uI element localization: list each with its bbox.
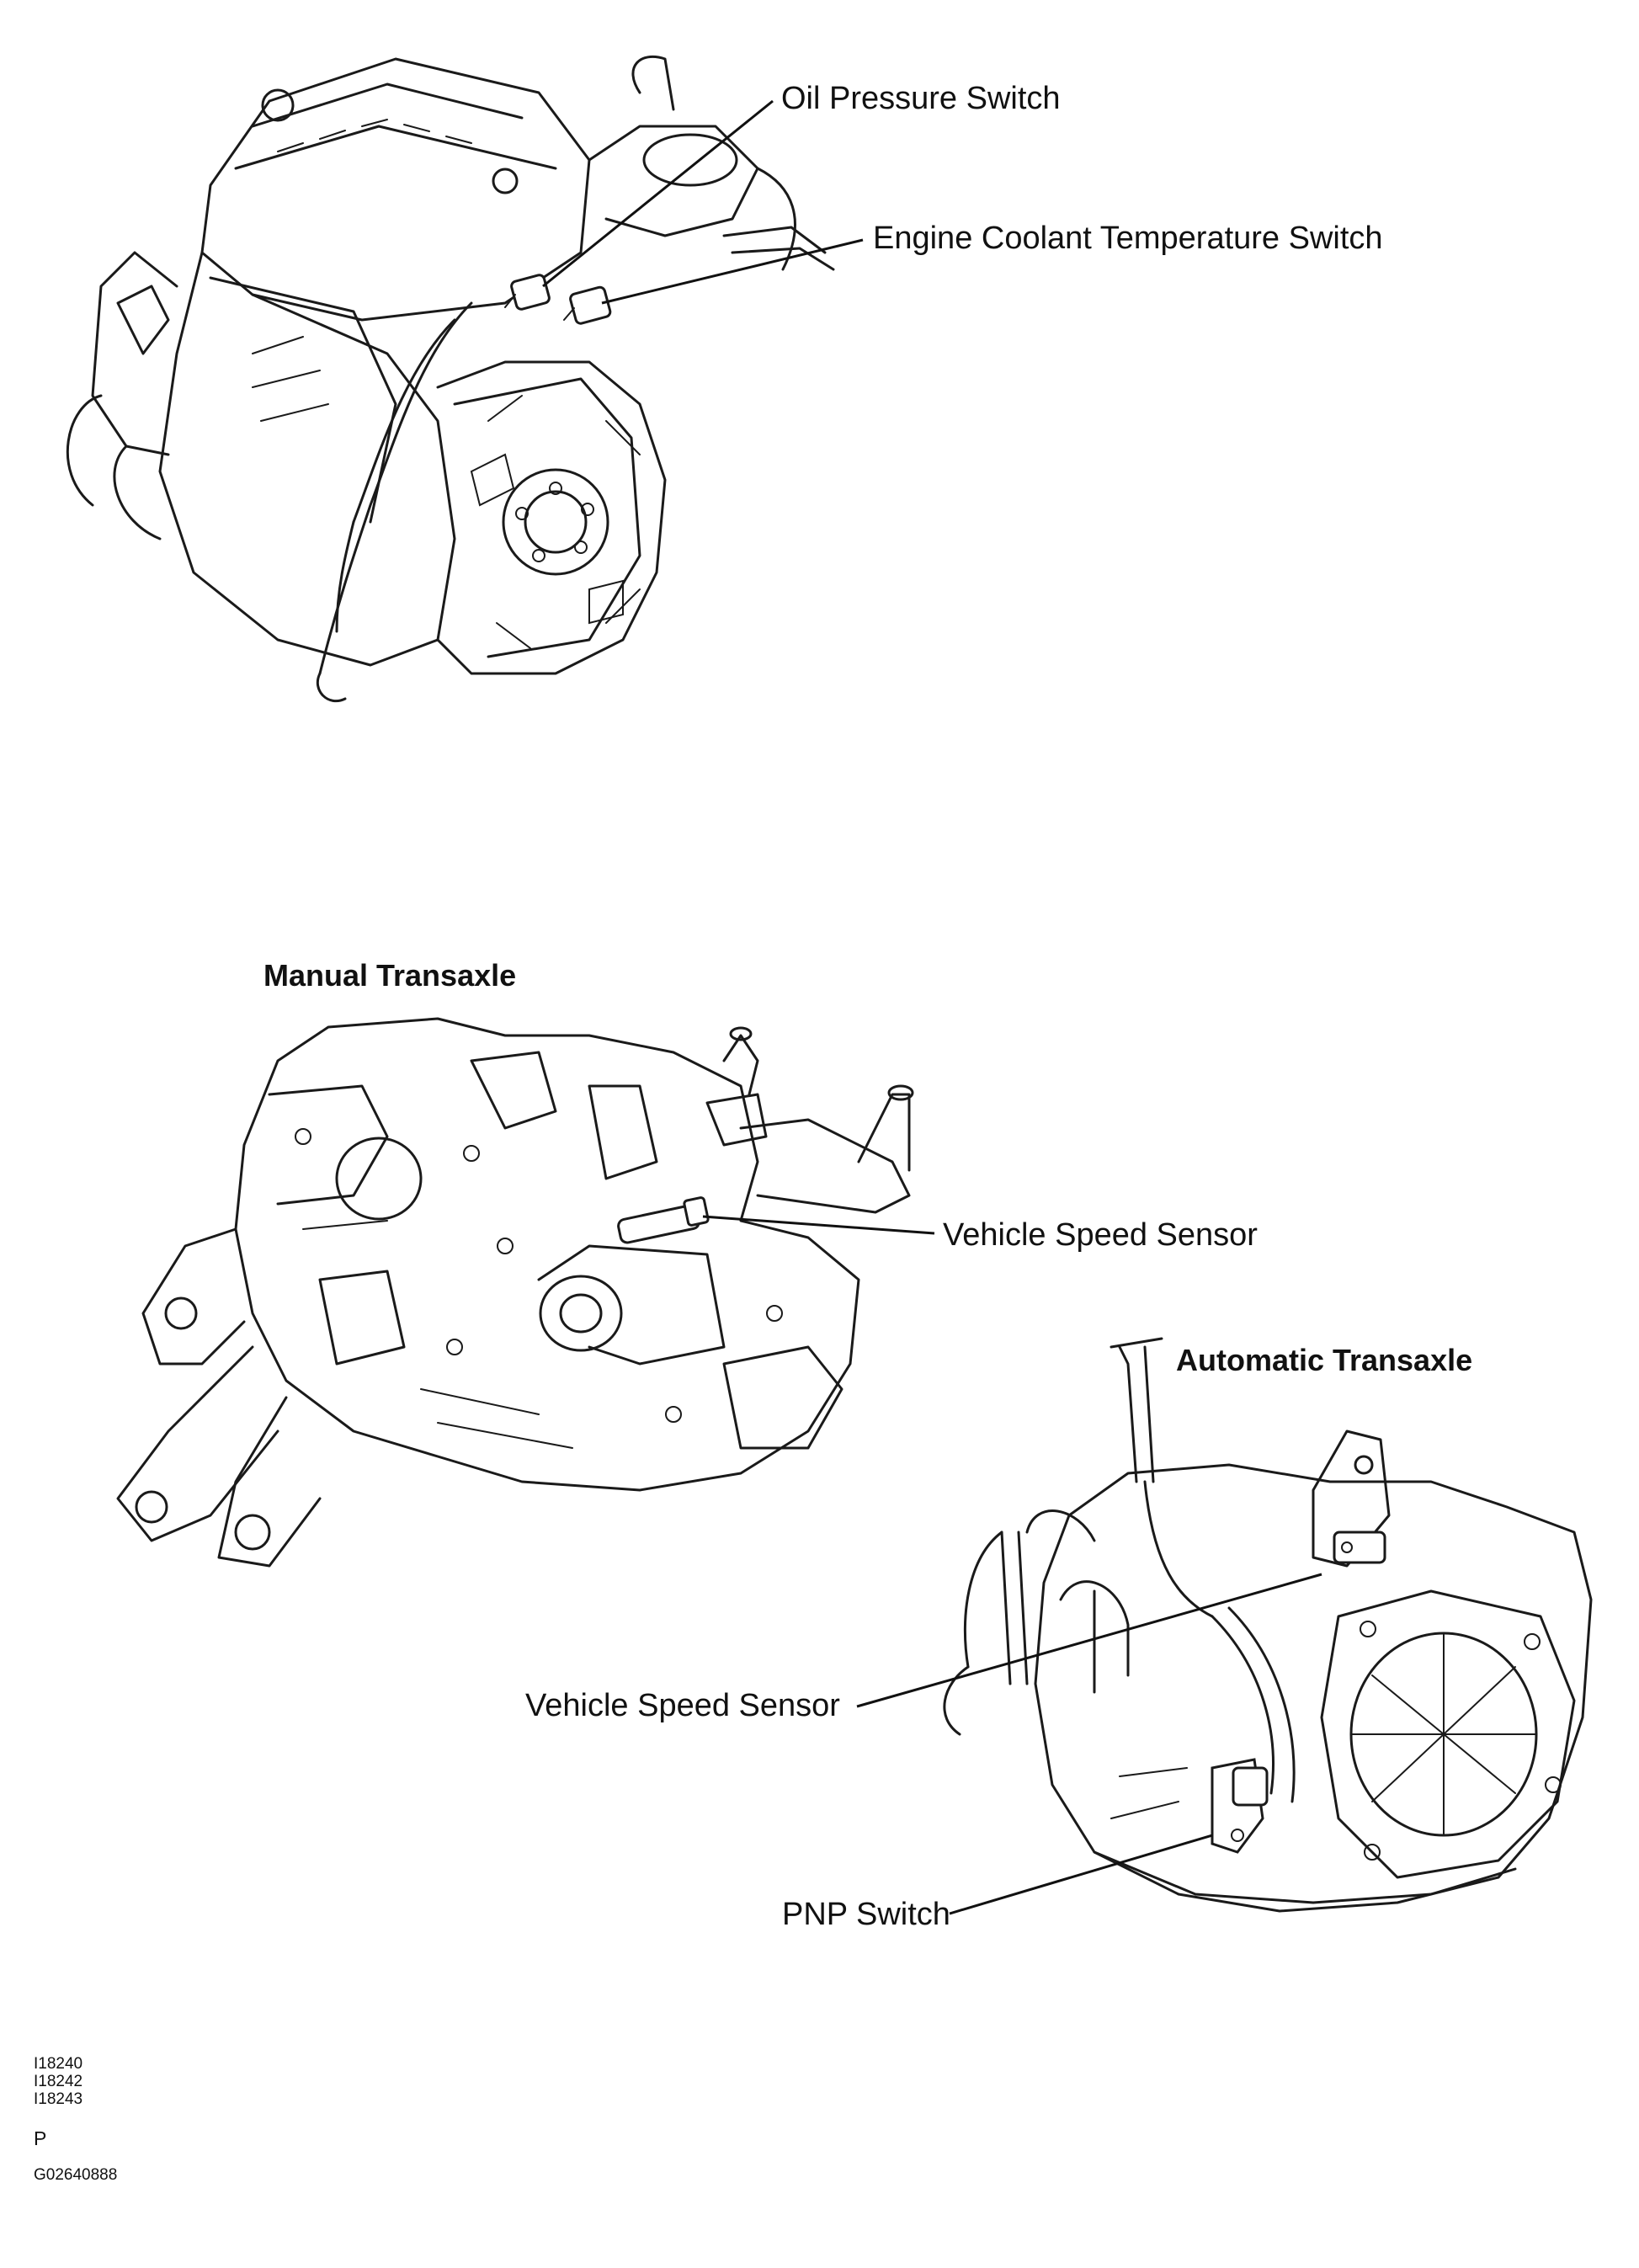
manual-transaxle-heading: Manual Transaxle	[263, 958, 517, 993]
oil-pressure-switch-leader	[542, 99, 774, 288]
manual-vehicle-speed-sensor-leader	[702, 1215, 935, 1235]
figure-ref-code: I18240	[34, 2055, 83, 2073]
figure-ref-code: I18242	[34, 2073, 83, 2090]
manual-vehicle-speed-sensor-label: Vehicle Speed Sensor	[943, 1217, 1258, 1253]
figure-ref-code: I18243	[34, 2090, 83, 2108]
engine-illustration	[66, 55, 835, 703]
manual-transaxle-illustration	[116, 1017, 914, 1568]
auto-vehicle-speed-sensor-label: Vehicle Speed Sensor	[525, 1688, 840, 1723]
page-letter: P	[34, 2127, 47, 2149]
engine-coolant-temperature-switch-label: Engine Coolant Temperature Switch	[873, 221, 1383, 256]
automatic-transaxle-heading: Automatic Transaxle	[1176, 1343, 1473, 1377]
auto-vehicle-speed-sensor-leader	[856, 1573, 1322, 1708]
pnp-switch-label: PNP Switch	[782, 1897, 950, 1932]
oil-pressure-switch-label: Oil Pressure Switch	[781, 81, 1061, 116]
pnp-switch-leader	[949, 1834, 1213, 1915]
document-id: G02640888	[34, 2166, 118, 2184]
engine-coolant-temperature-switch-leader	[601, 238, 864, 305]
automatic-transaxle-illustration	[943, 1337, 1593, 1913]
